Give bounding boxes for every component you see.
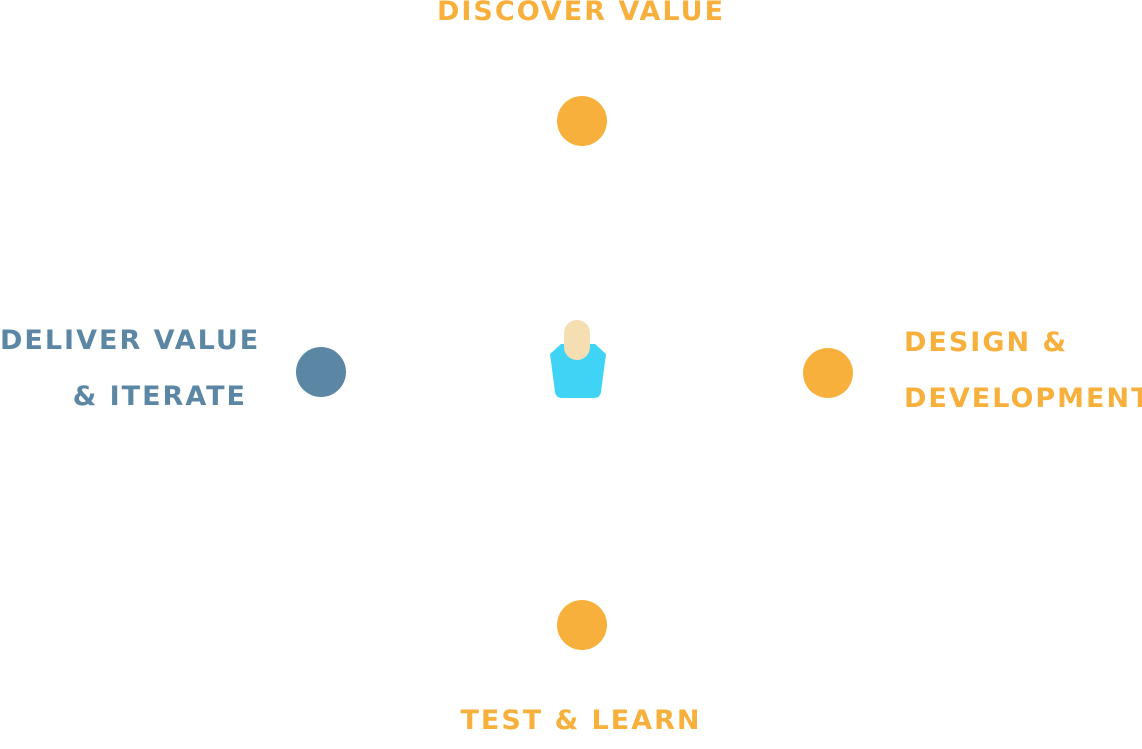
stage-label-line-2: DEVELOPMENT: [904, 383, 1142, 414]
stage-node-deliver-value[interactable]: [296, 347, 346, 397]
stage-node-discover-value[interactable]: [557, 96, 607, 146]
stage-label-design-development: DESIGN & DEVELOPMENT: [904, 315, 1142, 427]
stage-node-design-development[interactable]: [803, 348, 853, 398]
stage-label-test-learn: TEST & LEARN: [0, 693, 1142, 749]
stage-label-deliver-value: DELIVER VALUE & ITERATE: [0, 313, 261, 425]
stage-label-line-1: DELIVER VALUE: [0, 325, 261, 356]
user-head: [564, 320, 590, 360]
stage-label-line-2: & ITERATE: [72, 381, 247, 412]
stage-label-text: TEST & LEARN: [460, 705, 702, 736]
stage-label-line-1: DESIGN &: [904, 327, 1069, 358]
stage-node-test-learn[interactable]: [557, 600, 607, 650]
stage-label-discover-value: DISCOVER VALUE: [0, 0, 1142, 40]
user-body: [550, 344, 606, 398]
user-icon: [550, 320, 606, 398]
stage-label-text: DISCOVER VALUE: [436, 0, 726, 27]
